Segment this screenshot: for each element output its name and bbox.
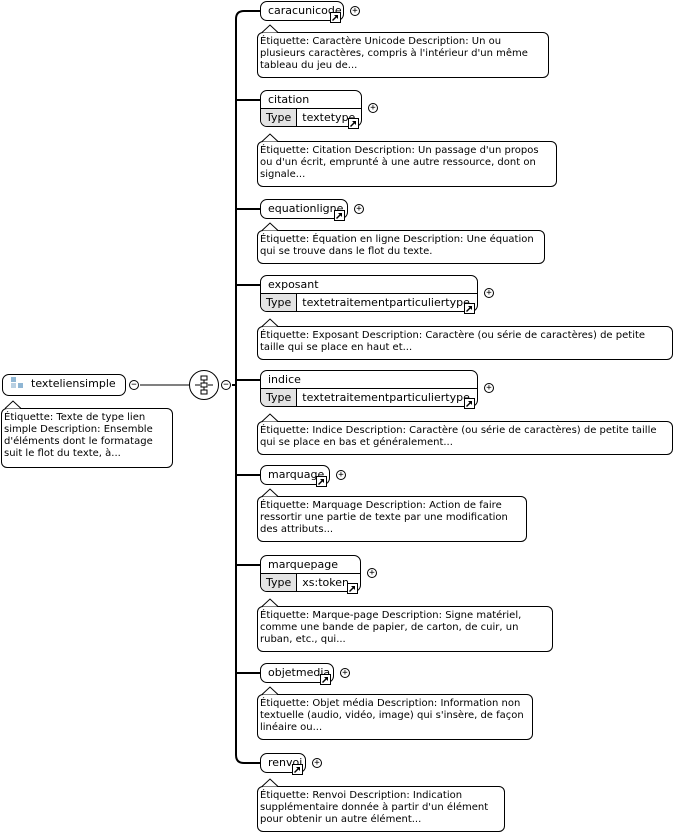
element-name: objetmedia [268, 666, 331, 679]
type-value: xs:token [302, 576, 349, 589]
reference-arrow-icon[interactable] [347, 583, 358, 594]
type-row: Type xs:token [261, 574, 360, 591]
annotation: Étiquette: Caractère Unicode Description… [257, 32, 549, 78]
element-name: indice [261, 371, 477, 389]
complex-type-icon [11, 377, 23, 389]
type-value: textetype [302, 111, 356, 124]
type-row: Type textetype [261, 109, 361, 126]
type-label: Type [261, 109, 298, 126]
root-annotation: Étiquette: Texte de type lien simple Des… [1, 408, 173, 468]
element-caracunicode[interactable]: caracunicode [260, 1, 344, 21]
expand-icon[interactable]: + [350, 6, 360, 16]
element-name: marquepage [261, 556, 360, 574]
type-value: textetraitementparticuliertype [302, 391, 470, 404]
element-name: exposant [261, 276, 477, 294]
reference-arrow-icon[interactable] [330, 12, 341, 23]
expand-icon[interactable]: + [484, 288, 494, 298]
expand-icon[interactable]: + [340, 668, 350, 678]
reference-arrow-icon[interactable] [464, 303, 475, 314]
element-marquage[interactable]: marquage [260, 465, 330, 485]
annotation: Étiquette: Citation Description: Un pass… [257, 141, 557, 187]
element-name: caracunicode [268, 4, 342, 17]
collapse-sequence-icon[interactable]: − [221, 380, 231, 390]
collapse-root-icon[interactable]: − [129, 380, 139, 390]
expand-icon[interactable]: + [354, 204, 364, 214]
element-name: equationligne [268, 202, 344, 215]
reference-arrow-icon[interactable] [348, 118, 359, 129]
reference-arrow-icon[interactable] [464, 398, 475, 409]
annotation: Étiquette: Renvoi Description: Indicatio… [257, 786, 505, 832]
type-label: Type [261, 574, 298, 591]
annotation: Étiquette: Marquage Description: Action … [257, 496, 527, 542]
reference-arrow-icon[interactable] [320, 674, 331, 685]
type-value: textetraitementparticuliertype [302, 296, 470, 309]
type-row: Type textetraitementparticuliertype [261, 389, 477, 406]
type-row: Type textetraitementparticuliertype [261, 294, 477, 311]
annotation: Étiquette: Équation en ligne Description… [257, 230, 545, 264]
reference-arrow-icon[interactable] [316, 476, 327, 487]
annotation: Étiquette: Marque-page Description: Sign… [257, 606, 553, 652]
type-label: Type [261, 389, 298, 406]
element-equationligne[interactable]: equationligne [260, 199, 348, 219]
expand-icon[interactable]: + [484, 383, 494, 393]
root-element[interactable]: texteliensimple [2, 374, 126, 396]
element-objetmedia[interactable]: objetmedia [260, 663, 334, 683]
expand-icon[interactable]: + [367, 568, 377, 578]
annotation: Étiquette: Objet média Description: Info… [257, 694, 533, 740]
connector-line [235, 10, 260, 764]
type-label: Type [261, 294, 298, 311]
expand-icon[interactable]: + [312, 758, 322, 768]
expand-icon[interactable]: + [368, 103, 378, 113]
expand-icon[interactable]: + [336, 470, 346, 480]
element-name: marquage [268, 468, 325, 481]
reference-arrow-icon[interactable] [292, 764, 303, 775]
sequence-compositor-icon[interactable] [189, 370, 219, 400]
reference-arrow-icon[interactable] [334, 210, 345, 221]
element-name: citation [261, 91, 361, 109]
root-element-name: texteliensimple [31, 377, 116, 390]
annotation: Étiquette: Indice Description: Caractère… [257, 421, 673, 455]
annotation: Étiquette: Exposant Description: Caractè… [257, 326, 673, 360]
